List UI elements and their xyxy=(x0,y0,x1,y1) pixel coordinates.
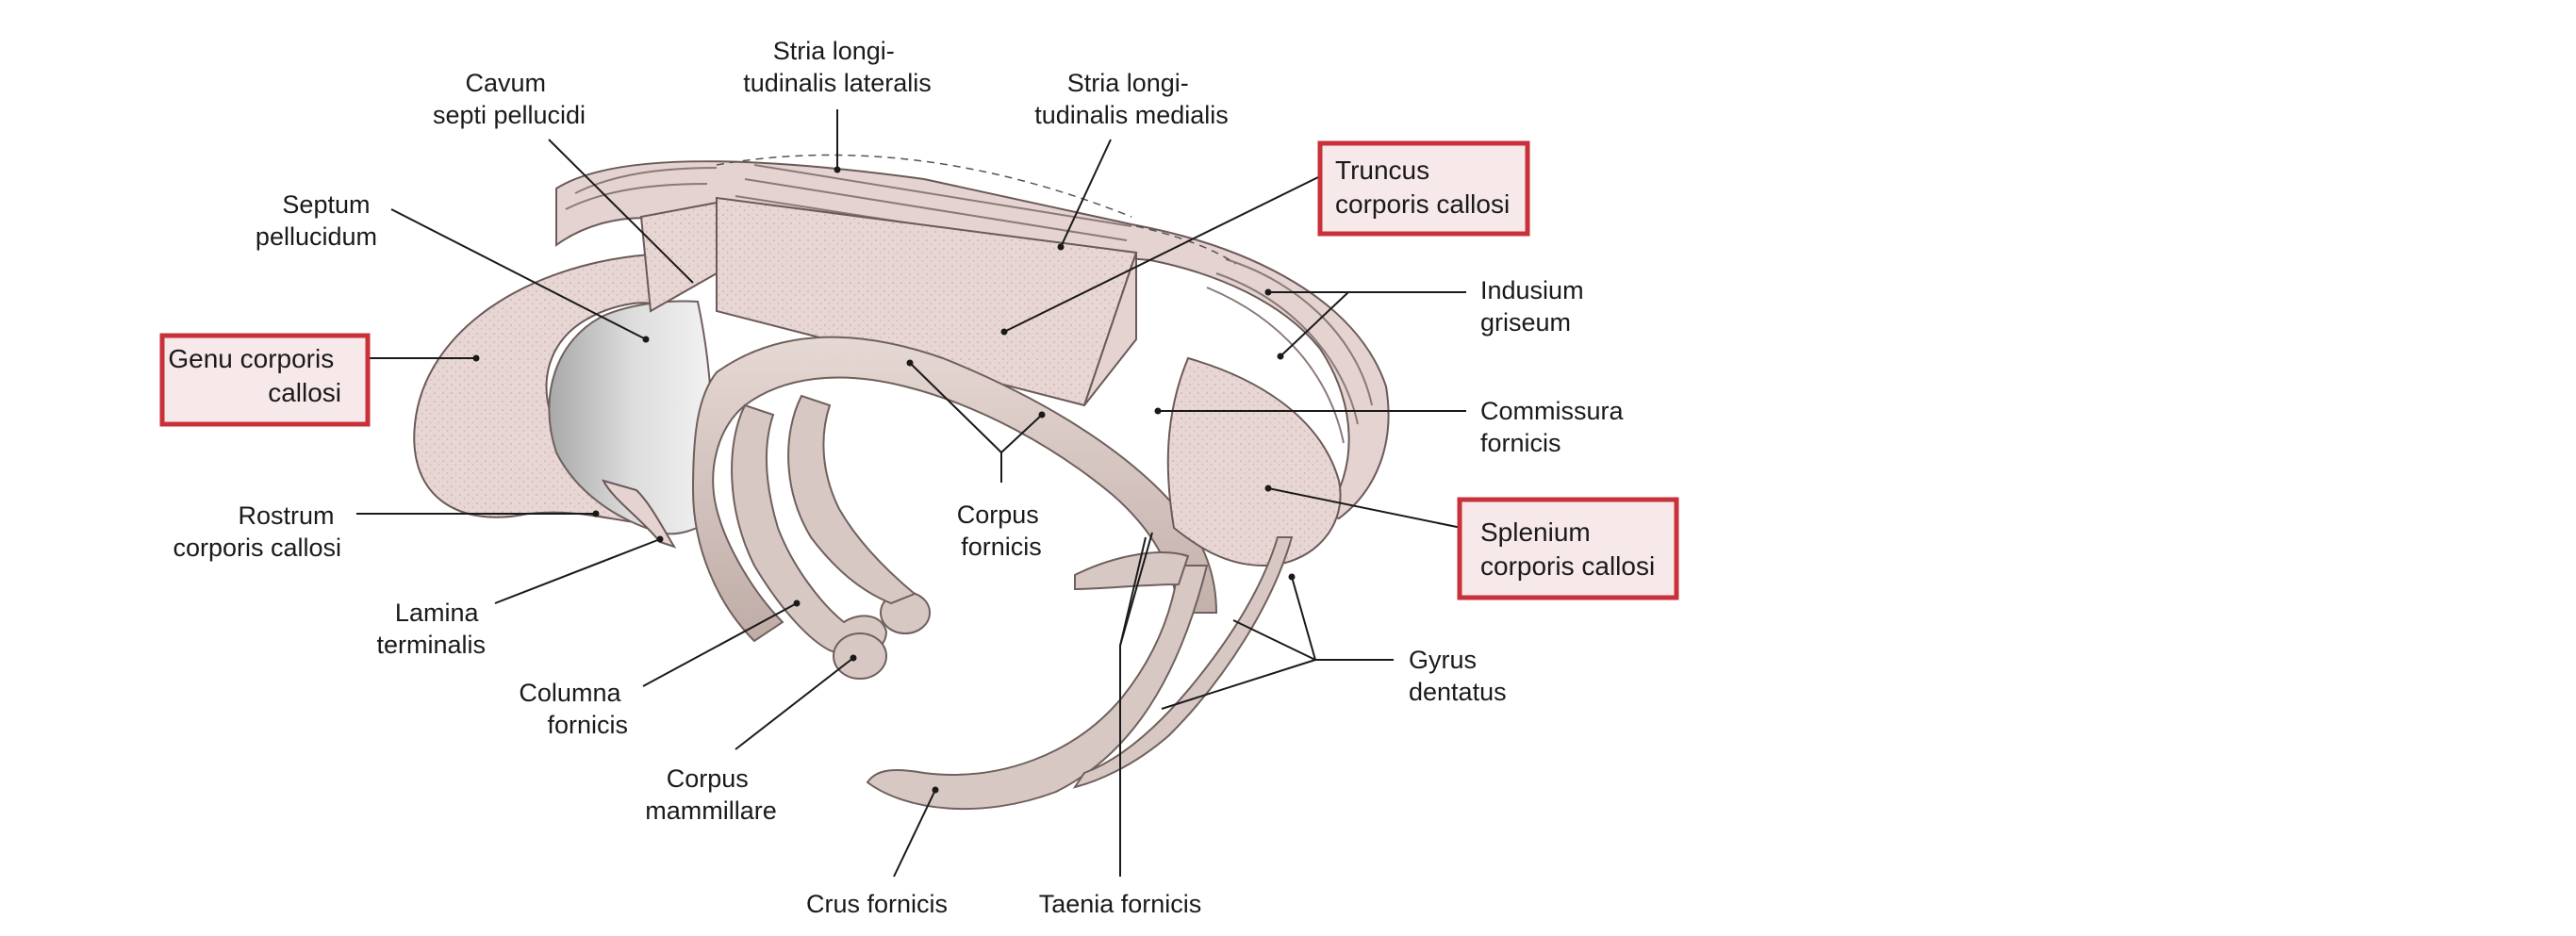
label-septum: Septum pellucidum xyxy=(256,190,377,251)
label-taenia: Taenia fornicis xyxy=(1039,890,1202,918)
label-truncus: Truncus corporis callosi xyxy=(1335,156,1510,219)
label-columna: Columna fornicis xyxy=(519,679,628,739)
dashed-outline-2 xyxy=(1135,225,1236,265)
crus-fornicis-shape xyxy=(866,565,1209,811)
corpus-callosum-arch xyxy=(555,160,1390,520)
columna-fornicis-shape xyxy=(731,403,888,656)
label-gyrus: Gyrus dentatus xyxy=(1409,646,1507,706)
label-genu: Genu corporis callosi xyxy=(168,344,341,407)
label-corpus-fornicis: Corpus fornicis xyxy=(957,501,1047,561)
label-splenium: Splenium corporis callosi xyxy=(1480,517,1655,581)
label-stria-medialis: Stria longi- tudinalis medialis xyxy=(1034,69,1229,129)
leader-lines xyxy=(356,109,1466,878)
fornix-body xyxy=(691,336,1218,643)
genu-box xyxy=(159,333,371,427)
dashed-outline-1 xyxy=(716,154,1132,218)
highlight-boxes xyxy=(159,140,1679,600)
label-indusium: Indusium griseum xyxy=(1480,276,1591,337)
cavum-block xyxy=(639,201,718,313)
fornix-column-right xyxy=(787,394,916,605)
label-mammillare: Corpus mammillare xyxy=(645,764,777,825)
label-commissura: Commissura fornicis xyxy=(1480,397,1630,457)
label-stria-lateralis: Stria longi- tudinalis lateralis xyxy=(743,37,932,97)
splenium-flap xyxy=(1074,551,1190,591)
splenium-shape xyxy=(1166,356,1342,567)
label-rostrum: Rostrum corporis callosi xyxy=(173,501,341,562)
label-lamina: Lamina terminalis xyxy=(376,599,486,659)
truncus-block-side xyxy=(1083,252,1137,406)
septum-shape xyxy=(548,300,714,535)
corpus-mammillare-knob-1 xyxy=(833,632,887,680)
label-cavum: Cavum septi pellucidi xyxy=(433,69,586,129)
truncus-box xyxy=(1317,140,1530,237)
labels: Cavum septi pellucidi Stria longi- tudin… xyxy=(168,37,1655,918)
label-crus: Crus fornicis xyxy=(806,890,948,918)
rostrum-shape xyxy=(602,479,677,549)
splenium-box xyxy=(1457,497,1679,600)
gyrus-dentatus-shape xyxy=(1072,536,1294,789)
brain-illustration xyxy=(413,154,1390,811)
